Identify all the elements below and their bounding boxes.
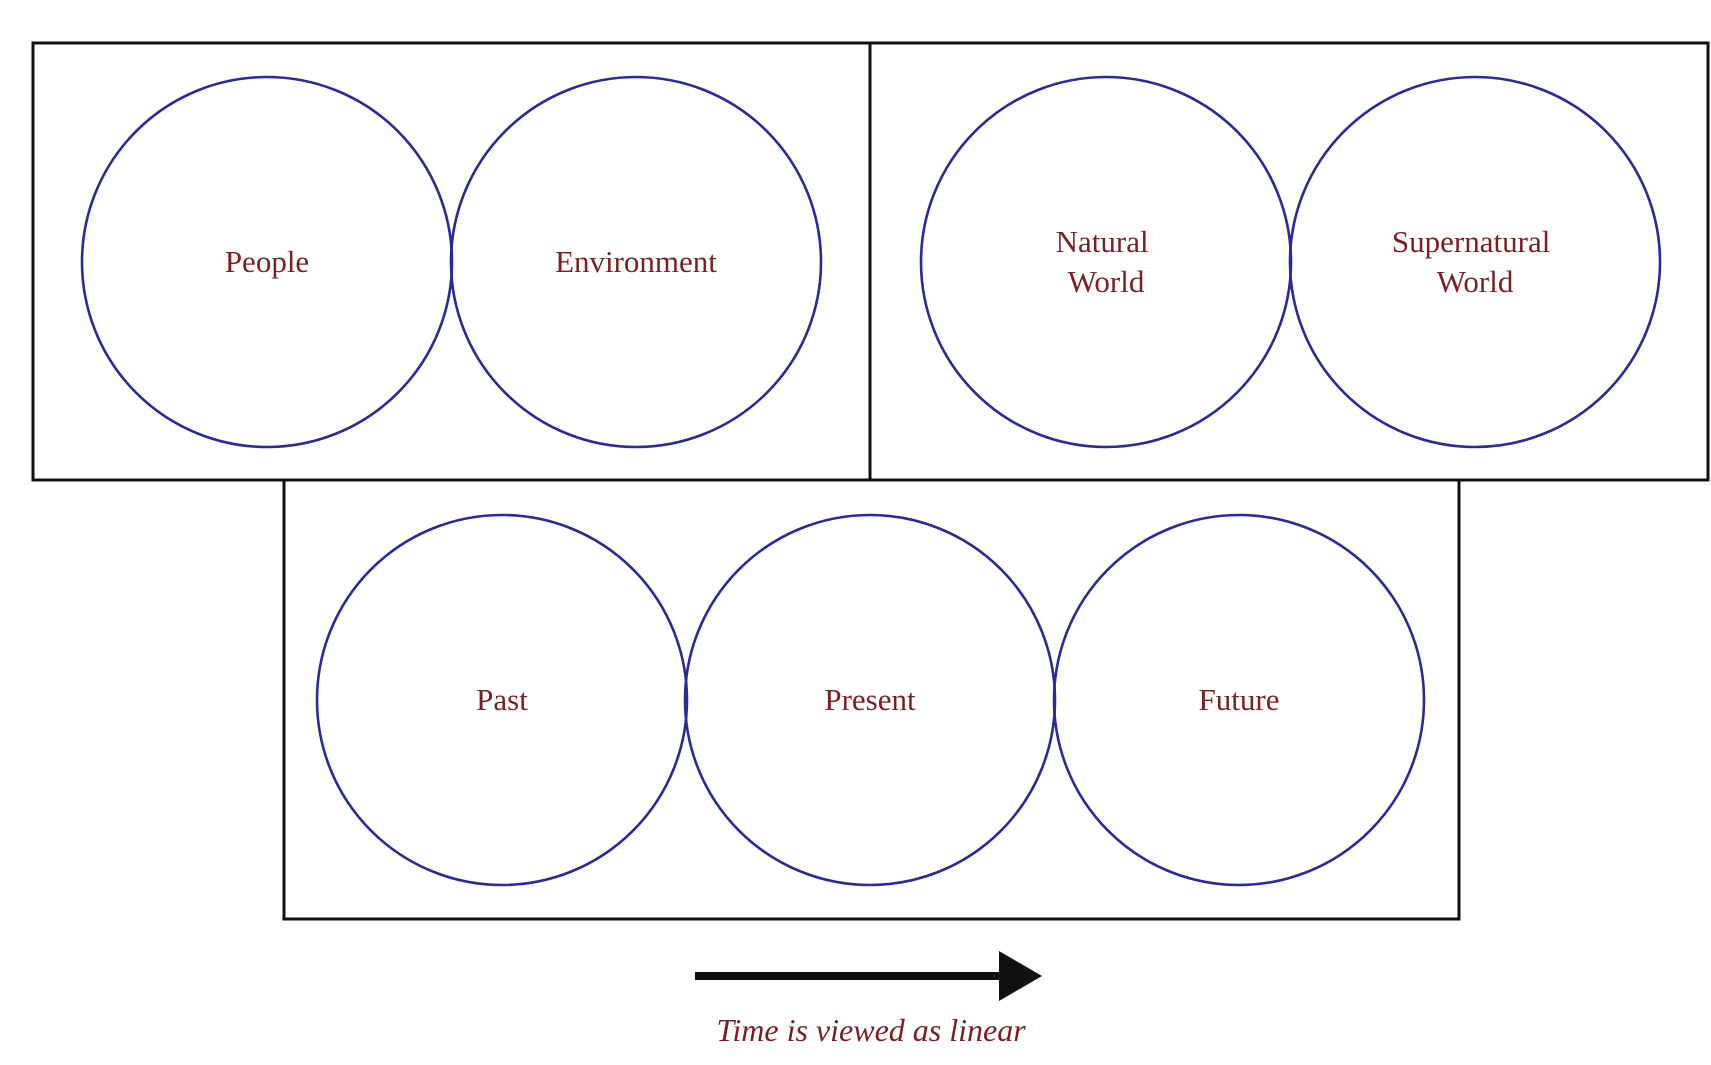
label-line-1: Natural xyxy=(1056,224,1149,259)
label-line-2: World xyxy=(1437,264,1514,299)
time-arrow xyxy=(695,951,1042,1001)
label-line-2: World xyxy=(1068,264,1145,299)
circle-supernatural-world xyxy=(1288,75,1662,449)
label-line-1: Supernatural xyxy=(1392,224,1550,259)
panel-past-present-future: Past Present Future xyxy=(282,478,1461,921)
circle-natural-world xyxy=(919,75,1293,449)
circle-label-supernatural-world: Supernatural World xyxy=(1392,224,1558,299)
circle-past xyxy=(315,513,689,887)
circle-future xyxy=(1052,513,1426,887)
circle-label-natural-world: Natural World xyxy=(1056,224,1157,299)
circle-label-past: Past xyxy=(476,682,528,717)
circle-label-present: Present xyxy=(824,682,916,717)
circle-environment xyxy=(449,75,823,449)
time-caption: Time is viewed as linear xyxy=(716,1012,1026,1048)
circle-label-environment: Environment xyxy=(555,244,717,279)
arrow-head-icon xyxy=(999,951,1042,1001)
panel-people-environment: People Environment xyxy=(31,41,872,482)
panel-natural-supernatural: Natural World Supernatural World xyxy=(868,41,1710,482)
circle-label-people: People xyxy=(225,244,309,279)
circle-label-future: Future xyxy=(1199,682,1280,717)
panel-frame xyxy=(282,478,1461,921)
